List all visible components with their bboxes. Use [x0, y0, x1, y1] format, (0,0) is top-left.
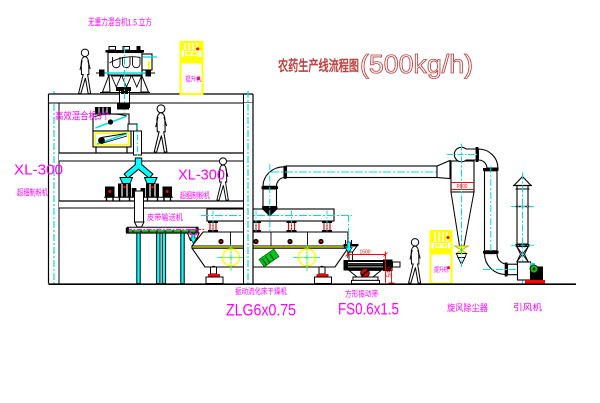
- label-elevator-top: 提升机: [186, 74, 202, 83]
- floor-slab-2: [59, 152, 244, 162]
- belt-conveyor: [125, 221, 204, 284]
- cyclone-separator: [447, 143, 499, 267]
- label-fan-name: 引风机: [513, 302, 542, 313]
- building-structure: [47, 91, 254, 284]
- label-elevator-ground: 提升机: [434, 265, 449, 274]
- text-labels: 无重力混合机1.5 立方 农药生产线流程图 (500kg/h) 高效混合机3个 …: [14, 17, 542, 320]
- label-cyclone-name: 旋风除尘器: [447, 302, 488, 313]
- dryer-spring-mounts: [208, 210, 332, 233]
- exhaust-stack: [511, 172, 534, 284]
- gravity-free-mixer: [96, 46, 157, 113]
- dim-sieve-height: 545: [387, 267, 393, 278]
- induced-draft-fan: [516, 261, 545, 284]
- page-title-capacity: (500kg/h): [360, 49, 473, 79]
- person-roof: [78, 48, 92, 95]
- label-cyclone-size: P600: [457, 184, 468, 190]
- building-right-wall: [243, 91, 254, 284]
- cyclone-outlet-pipe: [483, 166, 543, 277]
- dimension-lines: [345, 251, 395, 284]
- high-efficiency-mixer: [92, 102, 142, 160]
- fluid-bed-dryer: [189, 206, 352, 284]
- green-name-tag: [258, 248, 280, 268]
- label-gravity-free-mixer: 无重力混合机1.5 立方: [88, 17, 152, 29]
- floor-slab-1: [48, 93, 254, 104]
- person-floor2: [153, 104, 168, 153]
- label-belt-conveyor: 皮带输送机: [147, 212, 183, 222]
- alignment-target-2: [293, 244, 321, 271]
- label-mill-left-model: XL-300: [14, 162, 63, 179]
- dryer-bolts: [218, 238, 324, 245]
- label-sieve-model: FS0.6x1.5: [338, 301, 399, 319]
- label-sieve-name: 方形振动筛: [345, 289, 378, 299]
- conveyor-legs: [136, 232, 185, 284]
- y-branch-pipe: [119, 157, 158, 184]
- bucket-elevator-ground: [429, 230, 453, 285]
- dryer-foot-right: [314, 265, 332, 284]
- page-title: 农药生产线流程图: [277, 57, 359, 75]
- label-dryer-model: ZLG6x0.75: [226, 302, 296, 320]
- person-ground: [408, 238, 422, 284]
- label-dryer-name: 振动流化床干燥机: [235, 286, 287, 296]
- pulverizer-left: [104, 183, 137, 201]
- exhaust-duct: [261, 159, 453, 232]
- bucket-elevator-top: [179, 41, 204, 95]
- floor-slab-3: [59, 200, 244, 209]
- vibrating-sieve: [343, 241, 401, 285]
- label-mill-right-name: 超细制粉机: [180, 191, 210, 201]
- label-mill-right-model: XL-300: [178, 167, 225, 184]
- discharge-column: [134, 190, 144, 223]
- label-high-efficiency-mixer: 高效混合机3个: [55, 110, 110, 123]
- alignment-target-1: [217, 244, 245, 271]
- pulverizer-right: [140, 183, 173, 201]
- dim-sieve-width: 1500: [360, 250, 371, 256]
- dryer-foot-left: [205, 265, 224, 284]
- label-mill-left-name: 超细制粉机: [17, 188, 48, 198]
